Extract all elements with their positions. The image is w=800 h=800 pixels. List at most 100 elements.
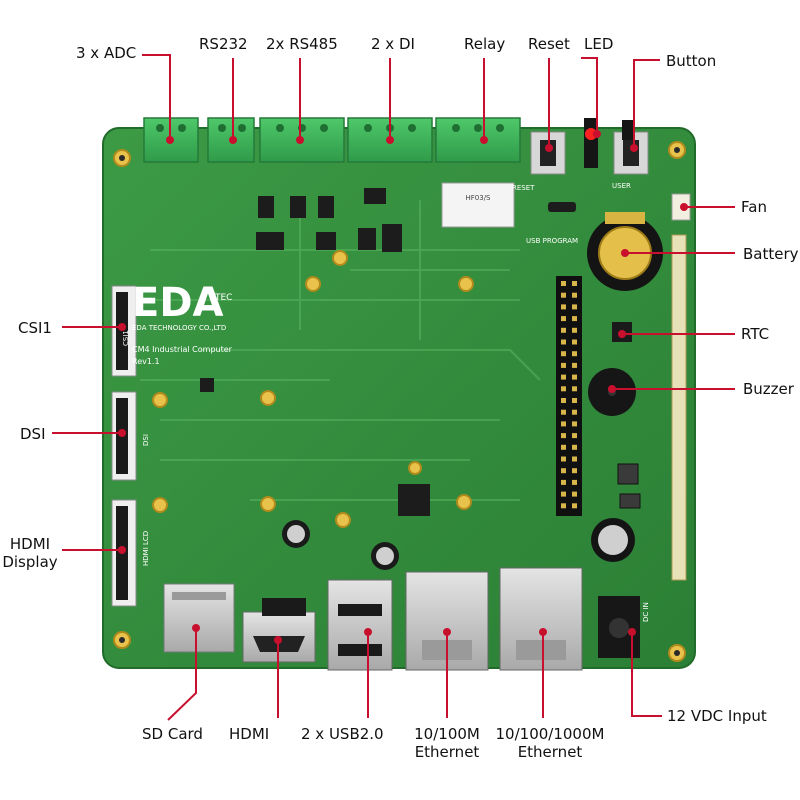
gpio-pin: [561, 374, 566, 380]
gpio-pin: [561, 421, 566, 427]
gpio-pin: [572, 479, 577, 485]
gpio-pin: [561, 491, 566, 497]
gpio-pin: [561, 316, 566, 322]
label-hdmi-display-line2: Display: [2, 553, 58, 571]
label-rs485: 2x RS485: [266, 35, 338, 53]
gpio-header: [556, 276, 582, 516]
gpio-pin: [572, 292, 577, 298]
label-usb: 2 x USB2.0: [301, 725, 384, 743]
label-buzzer: Buzzer: [743, 380, 794, 398]
gpio-pin: [572, 503, 577, 509]
gpio-pin: [572, 339, 577, 345]
silk-hdmi-lcd: HDMI LCD: [142, 531, 150, 566]
gpio-pin: [561, 479, 566, 485]
mounting-holes: [113, 141, 686, 662]
gpio-pin: [561, 304, 566, 310]
label-di: 2 x DI: [371, 35, 415, 53]
gpio-pin: [572, 444, 577, 450]
gpio-pin: [561, 351, 566, 357]
label-eth100-line1: 10/100M: [414, 725, 480, 743]
gpio-pin: [561, 292, 566, 298]
label-adc: 3 x ADC: [76, 44, 137, 62]
gpio-pin: [561, 398, 566, 403]
silk-dcin: DC IN: [642, 602, 650, 622]
gpio-pin: [561, 468, 566, 474]
side-terminal-strip: [671, 234, 687, 581]
leader-power: [631, 632, 662, 717]
leader-led: [581, 57, 598, 134]
capacitors: [282, 518, 635, 570]
label-battery: Battery: [743, 245, 799, 263]
gpio-pin: [572, 468, 577, 474]
label-eth100-line2: Ethernet: [414, 743, 480, 761]
gpio-pin: [572, 421, 577, 427]
board-logo: EDA: [132, 280, 224, 326]
label-eth1000-line1: 10/100/1000M: [495, 725, 605, 743]
chips: [200, 188, 576, 516]
board-logo-sub: TEC: [214, 293, 232, 303]
gpio-pin: [572, 374, 577, 380]
board-company: EDA TECHNOLOGY CO.,LTD: [132, 324, 226, 332]
label-eth1000: 10/100/1000M Ethernet: [490, 725, 610, 761]
gpio-pin: [572, 327, 577, 333]
label-power: 12 VDC Input: [667, 707, 767, 725]
board-rev: Rev1.1: [132, 357, 160, 366]
gpio-pin: [561, 444, 566, 450]
inductors: [617, 463, 641, 509]
label-csi1: CSI1: [18, 319, 52, 337]
label-hdmi-display: HDMI Display: [0, 535, 60, 571]
relay: [441, 182, 515, 228]
gpio-pin: [561, 362, 566, 368]
silk-usb-program: USB PROGRAM: [526, 237, 578, 245]
leader-sd-card: [167, 628, 197, 721]
gpio-pin: [572, 398, 577, 403]
label-rs232: RS232: [199, 35, 248, 53]
leader-lines: [52, 54, 735, 721]
leader-button: [633, 59, 660, 148]
pcb-traces: [140, 200, 541, 501]
gpio-pin: [572, 386, 577, 392]
silk-csi: CSI1: [122, 330, 130, 346]
silk-dsi: DSI: [142, 434, 150, 446]
label-button: Button: [666, 52, 717, 70]
silk-reset: RESET: [512, 184, 535, 192]
gpio-pin: [572, 362, 577, 368]
gpio-pin: [561, 503, 566, 509]
gpio-pin: [561, 409, 566, 415]
gpio-pin: [572, 491, 577, 497]
gpio-pin: [561, 456, 566, 462]
label-hdmi-display-line1: HDMI: [9, 535, 51, 553]
gpio-pin: [561, 327, 566, 333]
label-dsi: DSI: [20, 425, 46, 443]
gpio-pin: [561, 433, 566, 439]
gpio-pin: [572, 304, 577, 310]
gpio-pin: [572, 351, 577, 357]
gpio-pin: [572, 409, 577, 415]
ethernet-1000m: [499, 567, 583, 671]
label-eth1000-line2: Ethernet: [517, 743, 583, 761]
label-rtc: RTC: [741, 325, 770, 343]
label-eth100: 10/100M Ethernet: [402, 725, 492, 761]
label-hdmi: HDMI: [229, 725, 270, 743]
label-led: LED: [584, 35, 614, 53]
label-relay: Relay: [464, 35, 506, 53]
label-fan: Fan: [741, 198, 767, 216]
leader-dots: [118, 130, 688, 644]
gpio-pins: [561, 281, 577, 509]
gpio-pin: [572, 456, 577, 462]
relay-text: HF03/S: [466, 194, 492, 202]
leader-adc: [142, 54, 171, 140]
board-product: CM4 Industrial Computer: [132, 345, 233, 354]
gpio-pin: [572, 433, 577, 439]
gpio-pin: [572, 316, 577, 322]
gpio-pin: [561, 386, 566, 392]
gpio-pin: [572, 281, 577, 286]
gpio-pin: [561, 281, 566, 286]
silk-user: USER: [612, 182, 631, 190]
label-sd-card: SD Card: [142, 725, 203, 743]
gpio-pin: [561, 339, 566, 345]
label-reset: Reset: [528, 35, 570, 53]
dc-jack: [598, 596, 640, 658]
